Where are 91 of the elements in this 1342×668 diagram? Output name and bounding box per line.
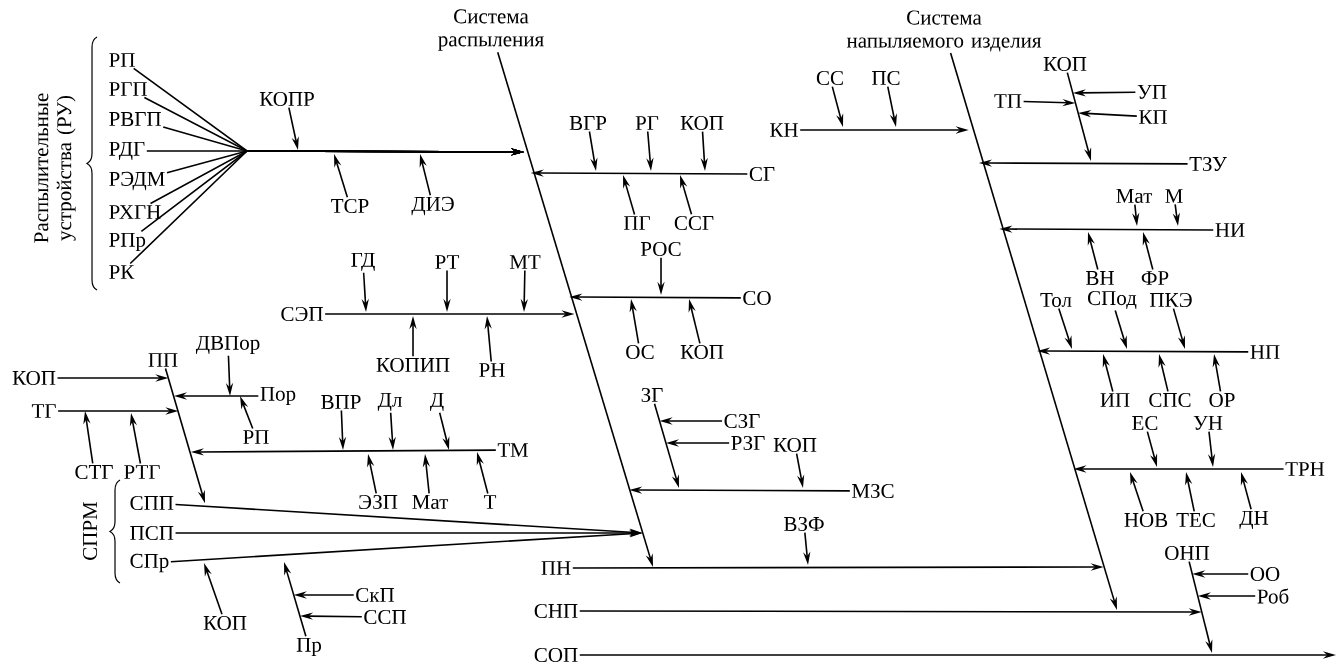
- abbreviation-label: ОС: [626, 344, 654, 360]
- abbreviation-label: Дл: [377, 392, 402, 412]
- abbreviation-label: РДГ: [109, 141, 145, 161]
- abbreviation-label: ТМ: [497, 443, 528, 457]
- abbreviation-label: ТП: [994, 94, 1022, 108]
- abbreviation-label: ПСП: [130, 525, 174, 541]
- abbreviation-label: ВПР: [321, 395, 361, 409]
- abbreviation-label: Роб: [1257, 588, 1289, 604]
- abbreviation-label: ССГ: [674, 215, 714, 231]
- abbreviation-label: ДН: [1239, 510, 1269, 530]
- abbreviation-label: ВН: [1086, 271, 1114, 285]
- abbreviation-label: РЭДМ: [109, 171, 165, 191]
- abbreviation-label: МЗС: [852, 483, 894, 499]
- abbreviation-label: РХГН: [109, 205, 161, 219]
- abbreviation-label: НОВ: [1124, 512, 1168, 528]
- abbreviation-label: СЗГ: [724, 413, 760, 429]
- abbreviation-label: СО: [743, 290, 771, 306]
- abbreviation-label: СкП: [356, 587, 395, 603]
- abbreviation-label: РГ: [635, 116, 659, 130]
- abbreviation-label: СНП: [534, 603, 578, 619]
- abbreviation-label: РП: [109, 53, 135, 67]
- abbreviation-label: КОП: [680, 344, 724, 360]
- abbreviation-label: ПН: [541, 561, 571, 575]
- abbreviation-label: ИП: [1100, 393, 1130, 407]
- abbreviation-label: КОП: [680, 115, 724, 131]
- abbreviation-label: ФР: [1141, 271, 1169, 285]
- abbreviation-label: ТЗУ: [1189, 156, 1227, 172]
- abbreviation-label: РН: [479, 363, 505, 377]
- abbreviation-label: Пор: [260, 386, 296, 406]
- abbreviation-label: НП: [1250, 345, 1280, 359]
- abbreviation-label: ГД: [351, 252, 375, 272]
- abbreviation-label: ЕС: [1132, 415, 1158, 431]
- abbreviation-label: СПП: [130, 495, 174, 511]
- abbreviation-label: Пр: [296, 637, 321, 657]
- abbreviation-label: РТГ: [124, 465, 160, 479]
- abbreviation-label: ЭЗП: [359, 494, 398, 510]
- abbreviation-label: ПКЭ: [1149, 292, 1192, 308]
- abbreviation-label: ЗГ: [641, 387, 663, 403]
- abbreviation-label: КОПР: [259, 91, 314, 107]
- abbreviation-label: ДИЭ: [411, 196, 454, 216]
- abbreviation-label: ВЗФ: [784, 516, 824, 532]
- abbreviation-label: РП: [243, 430, 269, 444]
- abbreviation-label: КОП: [12, 370, 56, 386]
- abbreviation-label: РПр: [109, 232, 146, 252]
- abbreviation-label: Тол: [1040, 293, 1072, 307]
- abbreviation-label: ТГ: [31, 404, 56, 418]
- abbreviation-label: РОС: [640, 241, 681, 257]
- abbreviation-label: КП: [1139, 110, 1167, 124]
- spine-title: Система напыляемого изделия: [846, 10, 1042, 52]
- abbreviation-label: КОПИП: [376, 357, 450, 373]
- abbreviation-label: СЭП: [281, 306, 323, 322]
- abbreviation-label: ОНП: [1165, 545, 1210, 561]
- abbreviation-label: МТ: [509, 255, 541, 269]
- abbreviation-label: ТСР: [331, 198, 369, 214]
- abbreviation-label: СОП: [534, 647, 578, 663]
- abbreviation-label: Д: [430, 392, 444, 412]
- abbreviation-label: ОО: [1250, 566, 1280, 582]
- abbreviation-label: УН: [1193, 416, 1223, 430]
- abbreviation-label: КН: [770, 123, 798, 137]
- abbreviation-label: ПП: [148, 353, 178, 367]
- group-label: СПРМ: [82, 501, 98, 560]
- abbreviation-label: ПС: [872, 70, 900, 86]
- abbreviation-label: ТЕС: [1176, 512, 1215, 528]
- abbreviation-label: РЗГ: [731, 435, 765, 451]
- abbreviation-label: ВГР: [569, 116, 607, 130]
- abbreviation-label: М: [1165, 189, 1183, 203]
- abbreviation-label: Мат: [1116, 189, 1153, 203]
- abbreviation-label: СПС: [1149, 392, 1191, 408]
- abbreviation-label: КОП: [1043, 56, 1087, 72]
- abbreviation-label: УП: [1137, 85, 1167, 99]
- abbreviation-label: Мат: [412, 495, 449, 509]
- abbreviation-label: СГ: [749, 166, 775, 182]
- abbreviation-label: СС: [816, 70, 843, 86]
- abbreviation-label: ТРН: [1285, 462, 1325, 476]
- abbreviation-label: СТГ: [75, 464, 113, 480]
- group-label: Распылительные устройства (РУ): [34, 93, 76, 243]
- abbreviation-label: КОП: [203, 615, 247, 631]
- abbreviation-label: ССП: [364, 609, 406, 625]
- abbreviation-label: ОР: [1209, 392, 1235, 408]
- abbreviation-label: СПр: [130, 553, 169, 573]
- abbreviation-label: ПГ: [623, 216, 650, 230]
- abbreviation-label: НИ: [1215, 223, 1245, 237]
- abbreviation-label: ДВПор: [195, 335, 260, 355]
- abbreviation-label: РВГП: [109, 112, 161, 126]
- abbreviation-label: РГП: [109, 82, 147, 96]
- abbreviation-label: Т: [484, 495, 497, 509]
- abbreviation-label: РТ: [435, 255, 460, 269]
- abbreviation-label: КОП: [773, 437, 817, 453]
- abbreviation-label: РК: [109, 265, 135, 279]
- abbreviation-label: СПод: [1088, 291, 1137, 309]
- spine-title: Система распыления: [438, 9, 544, 51]
